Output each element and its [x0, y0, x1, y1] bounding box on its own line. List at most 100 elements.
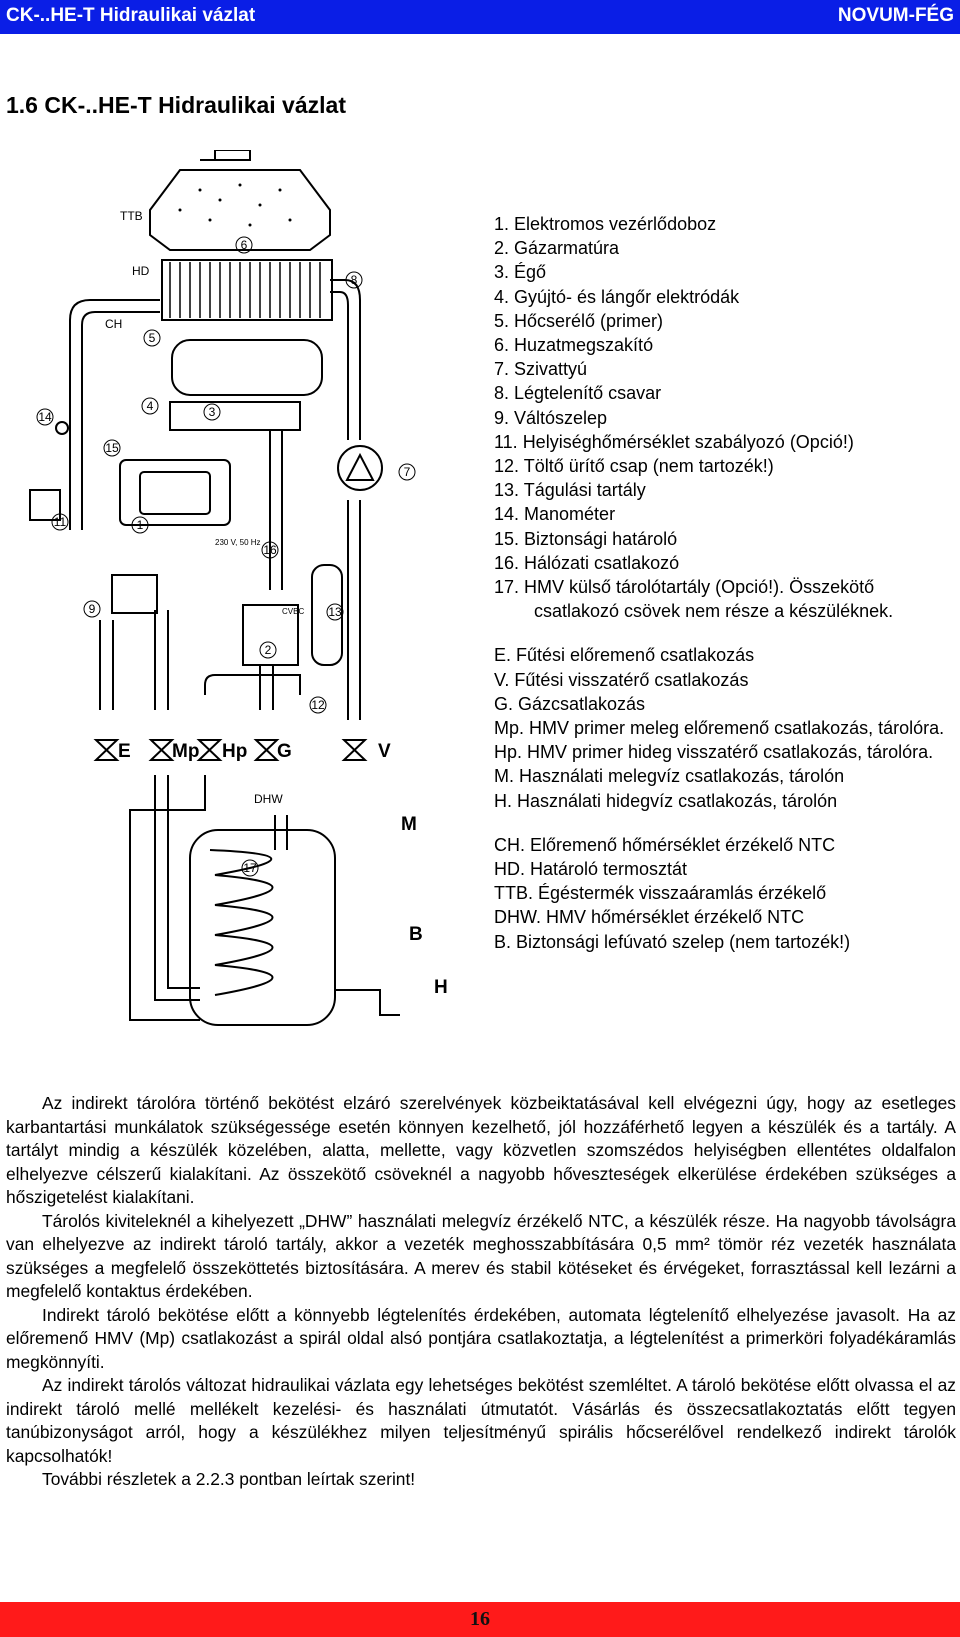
pipe-left-inner: [81, 311, 160, 530]
pipe-mp-to-tank: [154, 775, 200, 1001]
body-paragraph: Indirekt tároló bekötése előtt a könnyeb…: [6, 1304, 956, 1372]
label-g: G: [277, 741, 292, 762]
callout-5: 5: [143, 329, 161, 347]
svg-text:9: 9: [89, 602, 96, 616]
manometer: [55, 421, 69, 435]
legend: 1. Elektromos vezérlődoboz 2. Gázarmatúr…: [494, 212, 954, 974]
tank-coil: [209, 849, 274, 996]
callout-14: 14: [36, 408, 54, 426]
storage-tank: [189, 829, 336, 1026]
gas-valve: [242, 604, 299, 666]
legend-item: 14. Manométer: [494, 504, 616, 525]
pipe-e: [99, 620, 114, 710]
section-title: 1.6 CK-..HE-T Hidraulikai vázlat: [6, 92, 346, 118]
control-box-panel: [139, 471, 211, 515]
pipe-left: [69, 299, 160, 530]
callout-3: 3: [203, 403, 221, 421]
callout-4: 4: [141, 397, 159, 415]
legend-item: 16. Hálózati csatlakozó: [494, 552, 680, 573]
valve-e: [93, 739, 120, 761]
heat-exchanger-primer: [161, 259, 333, 321]
burner-coil-block: [171, 339, 323, 396]
legend-item: 15. Biztonsági határoló: [494, 528, 678, 549]
legend-item: E. Fűtési előremenő csatlakozás: [494, 645, 755, 666]
callout-1: 1: [131, 516, 149, 534]
body-paragraph: Tárolós kiviteleknél a kihelyezett „DHW”…: [6, 1210, 956, 1302]
legend-item: M. Használati melegvíz csatlakozás, táro…: [494, 766, 845, 787]
body-paragraph: További részletek a 2.2.3 pontban leírta…: [42, 1469, 416, 1489]
label-cvbc: CVBC: [282, 607, 304, 616]
label-dhw: DHW: [254, 792, 283, 806]
label-e: E: [118, 741, 131, 762]
label-mp: Mp: [172, 741, 199, 762]
legend-item: 12. Töltő ürítő csap (nem tartozék!): [494, 456, 774, 477]
svg-text:2: 2: [265, 643, 272, 657]
callout-17: 17: [241, 859, 259, 877]
body-paragraph: Az indirekt tárolós változat hidraulikai…: [6, 1375, 956, 1466]
legend-item: V. Fűtési visszatérő csatlakozás: [494, 669, 749, 690]
callout-9: 9: [83, 600, 101, 618]
callout-15: 15: [103, 439, 121, 457]
legend-item: 7. Szivattyú: [494, 359, 588, 380]
svg-text:1: 1: [137, 518, 144, 532]
pipe-right: [330, 279, 361, 440]
pipe-g: [259, 665, 274, 710]
label-h: H: [434, 977, 448, 998]
pipe-hp-to-tank: [129, 775, 206, 1021]
legend-item: 6. Huzatmegszakító: [494, 335, 654, 356]
legend-numbered: 1. Elektromos vezérlődoboz 2. Gázarmatúr…: [494, 212, 954, 623]
svg-text:6: 6: [241, 238, 248, 252]
label-hp: Hp: [222, 741, 247, 762]
legend-item: 1. Elektromos vezérlődoboz: [494, 214, 717, 234]
legend-item: G. Gázcsatlakozás: [494, 693, 646, 714]
valve-g: [253, 739, 280, 761]
room-thermostat: [29, 489, 61, 521]
legend-item: 9. Váltószelep: [494, 407, 608, 428]
pipe-mp: [154, 610, 169, 710]
fins: [169, 262, 321, 318]
burner: [169, 401, 301, 431]
callout-8: 8: [345, 271, 363, 289]
legend-item: 13. Tágulási tartály: [494, 480, 646, 501]
svg-text:8: 8: [351, 273, 358, 287]
svg-text:11: 11: [54, 515, 67, 529]
label-b: B: [409, 924, 423, 945]
legend-item: HD. Határoló termosztát: [494, 859, 688, 880]
label-m: M: [401, 814, 417, 835]
svg-text:17: 17: [243, 861, 257, 875]
legend-item: TTB. Égéstermék visszaáramlás érzékelő: [494, 883, 827, 904]
body-text: Az indirekt tárolóra történő bekötést el…: [6, 1092, 956, 1492]
callout-11: 11: [51, 513, 69, 531]
header-title: CK-..HE-T Hidraulikai vázlat: [6, 5, 256, 26]
pump-symbol: [345, 452, 375, 481]
page-number: 16: [470, 1608, 490, 1630]
svg-text:5: 5: [149, 331, 156, 345]
body-paragraph: Az indirekt tárolóra történő bekötést el…: [6, 1093, 956, 1207]
diverter-valve: [111, 574, 158, 614]
svg-text:3: 3: [209, 405, 216, 419]
pipe-right-inner: [330, 291, 349, 440]
legend-item: B. Biztonsági lefúvató szelep (nem tarto…: [494, 931, 851, 952]
pipe-m: [274, 815, 288, 850]
label-ch: CH: [105, 317, 122, 331]
valve-v: [341, 739, 368, 761]
header-bar: CK-..HE-T Hidraulikai vázlat NOVUM-FÉG: [0, 0, 960, 34]
svg-text:14: 14: [38, 410, 52, 424]
svg-text:16: 16: [263, 543, 277, 557]
pump: [337, 445, 383, 491]
svg-text:4: 4: [147, 399, 154, 413]
legend-item: 3. Égő: [494, 262, 547, 283]
callout-12: 12: [309, 696, 327, 714]
svg-text:7: 7: [404, 465, 411, 479]
hood-dots: [178, 183, 292, 227]
footer-bar: 16: [0, 1602, 960, 1637]
legend-item: 5. Hőcserélő (primer): [494, 310, 664, 331]
header-brand: NOVUM-FÉG: [837, 5, 954, 26]
legend-connections: E. Fűtési előremenő csatlakozás V. Fűtés…: [494, 643, 954, 812]
valve-mp: [148, 739, 175, 761]
svg-text:13: 13: [328, 605, 342, 619]
legend-item: 4. Gyújtó- és lángőr elektródák: [494, 286, 740, 307]
label-hd: HD: [132, 264, 150, 278]
label-power: 230 V, 50 Hz: [215, 538, 261, 547]
callout-13: 13: [326, 603, 344, 621]
